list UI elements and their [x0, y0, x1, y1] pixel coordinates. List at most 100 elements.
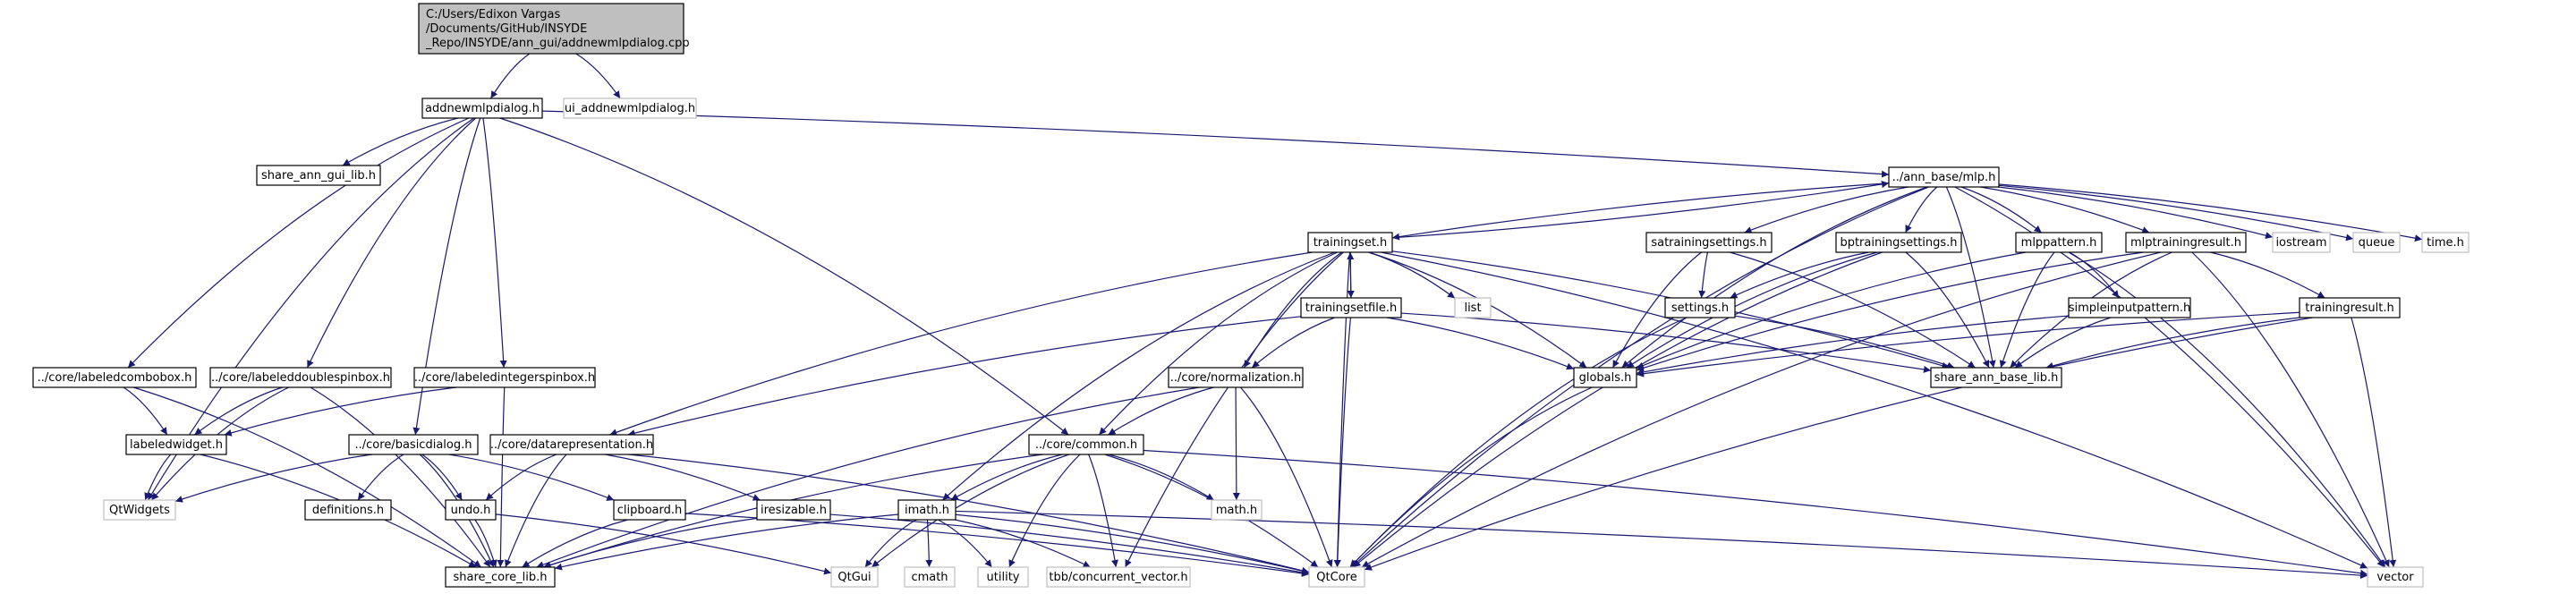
node-labeledintegerspinbox-h[interactable]: ../core/labeledintegerspinbox.h — [413, 367, 596, 388]
node-share-core-lib-h[interactable]: share_core_lib.h — [445, 566, 556, 588]
edge-root-to-addnewmlpdialog_h — [490, 53, 531, 99]
edge-trainingsetfile_h-to-share_ann_base_lib_h — [1400, 312, 1932, 373]
node-box — [421, 98, 543, 119]
edge-trainingsetfile_h-to-globals_h — [1386, 317, 1575, 370]
node-box — [2125, 232, 2247, 253]
node-label: /Documents/GitHub/INSYDE — [426, 22, 587, 36]
edge-datarepresentation_h-to-share_core_lib_h — [505, 454, 567, 568]
node-labeleddoublespinbox-h[interactable]: ../core/labeleddoublespinbox.h — [209, 367, 392, 388]
edge-imath_h-to-QtGui — [864, 519, 917, 568]
node-label: C:/Users/Edixon Vargas — [426, 8, 561, 21]
edge-mlp_h-to-share_ann_base_lib_h — [1945, 186, 1996, 369]
node-trainingset-h[interactable]: trainingset.h — [1307, 232, 1393, 253]
node-box — [1454, 297, 1492, 318]
edge-mlp_h-to-satrainingsettings_h — [1744, 186, 1909, 233]
edge-trainingset_h-to-mlp_h — [1391, 181, 1890, 239]
node-box — [830, 566, 879, 588]
node-box — [977, 566, 1029, 588]
edge-imath_h-to-QtCore — [955, 513, 1310, 575]
node-globals-h[interactable]: globals.h — [1573, 367, 1637, 388]
edge-mlp_h-to-vector — [1954, 186, 2385, 568]
node-label: ../core/normalization.h — [1170, 371, 1301, 385]
node-root[interactable]: C:/Users/Edixon Vargas/Documents/GitHub/… — [418, 3, 690, 55]
node-box — [1835, 232, 1962, 253]
edge-satrainingsettings_h-to-settings_h — [1698, 251, 1709, 299]
node-label: bptrainingsettings.h — [1840, 236, 1957, 250]
node-definitions-h[interactable]: definitions.h — [304, 499, 392, 521]
node-box — [418, 3, 684, 55]
node-undo-h[interactable]: undo.h — [445, 499, 497, 521]
node-simpleinputpattern-h[interactable]: simpleinputpattern.h — [2068, 297, 2191, 318]
node-trainingresult-h[interactable]: trainingresult.h — [2299, 297, 2401, 318]
node-mlptrainingresult-h[interactable]: mlptrainingresult.h — [2125, 232, 2247, 253]
edge-imath_h-to-cmath — [925, 519, 933, 568]
edge-globals_h-to-QtCore — [1349, 386, 1593, 568]
node-imath-h[interactable]: imath.h — [897, 499, 956, 521]
edge-clipboard_h-to-share_core_lib_h — [522, 519, 628, 568]
node-box — [1888, 166, 2000, 188]
node-label: ../core/common.h — [1035, 438, 1137, 452]
nodes-layer: C:/Users/Edixon Vargas/Documents/GitHub/… — [32, 3, 2470, 588]
node-trainingsetfile-h[interactable]: trainingsetfile.h — [1300, 297, 1402, 318]
node-box — [2299, 297, 2401, 318]
node-label: utility — [987, 571, 1020, 584]
node-box — [1211, 499, 1262, 521]
edge-bptrainingsettings_h-to-QtCore — [1353, 251, 1883, 568]
node-satrainingsettings-h[interactable]: satrainingsettings.h — [1645, 232, 1773, 253]
node-box — [563, 98, 697, 119]
edge-labeledcombobox_h-to-share_core_lib_h — [133, 386, 482, 568]
node-settings-h[interactable]: settings.h — [1664, 297, 1736, 318]
edge-common_h-to-utility — [1008, 454, 1081, 568]
edge-mlptrainingresult_h-to-QtCore — [1361, 251, 2162, 568]
node-queue: queue — [2352, 232, 2401, 253]
edge-labeledwidget_h-to-QtWidgets — [144, 454, 172, 501]
edge-trainingsetfile_h-to-QtCore — [1333, 317, 1352, 568]
edge-mlp_h-to-iostream — [1997, 186, 2274, 240]
node-box — [1307, 232, 1393, 253]
node-box — [125, 434, 227, 455]
node-labeledwidget-h[interactable]: labeledwidget.h — [125, 434, 227, 455]
edges-layer — [123, 53, 2423, 580]
node-label: labeledwidget.h — [130, 438, 223, 452]
edge-trainingsetfile_h-to-datarepresentation_h — [627, 316, 1302, 437]
edge-trainingset_h-to-QtCore — [1333, 251, 1351, 568]
node-ui-addnewmlpdialog-h: ui_addnewmlpdialog.h — [563, 98, 697, 119]
edge-iresizable_h-to-share_core_lib_h — [542, 517, 758, 569]
node-common-h[interactable]: ../core/common.h — [1028, 434, 1144, 455]
node-addnewmlpdialog-h[interactable]: addnewmlpdialog.h — [421, 98, 543, 119]
edge-normalization_h-to-common_h — [1108, 386, 1214, 436]
node-basicdialog-h[interactable]: ../core/basicdialog.h — [348, 434, 479, 455]
node-box — [413, 367, 596, 388]
node-label: ui_addnewmlpdialog.h — [565, 102, 695, 115]
node-label: vector — [2376, 571, 2414, 584]
node-vector: vector — [2367, 566, 2424, 588]
edge-datarepresentation_h-to-iresizable_h — [605, 454, 761, 501]
node-clipboard-h[interactable]: clipboard.h — [613, 499, 686, 521]
node-label: time.h — [2427, 236, 2464, 250]
node-labeledcombobox-h[interactable]: ../core/labeledcombobox.h — [32, 367, 197, 388]
node-share-ann-base-lib-h[interactable]: share_ann_base_lib.h — [1930, 367, 2062, 388]
node-label: iresizable.h — [761, 504, 827, 517]
edge-imath_h-to-utility — [938, 519, 992, 568]
edge-trainingset_h-to-imath_h — [942, 251, 1335, 501]
edge-basicdialog_h-to-undo_h — [421, 454, 463, 501]
node-normalization-h[interactable]: ../core/normalization.h — [1168, 367, 1304, 388]
edge-bptrainingsettings_h-to-settings_h — [1730, 251, 1869, 299]
edge-basicdialog_h-to-QtWidgets — [174, 454, 372, 503]
node-mlppattern-h[interactable]: mlppattern.h — [2015, 232, 2103, 253]
node-bptrainingsettings-h[interactable]: bptrainingsettings.h — [1835, 232, 1962, 253]
edge-mlp_h-to-QtCore — [1351, 186, 1930, 568]
node-datarepresentation-h[interactable]: ../core/datarepresentation.h — [489, 434, 654, 455]
node-share-ann-gui-lib-h[interactable]: share_ann_gui_lib.h — [256, 165, 381, 186]
edge-clipboard_h-to-QtCore — [684, 513, 1310, 577]
node-label: QtCore — [1316, 571, 1356, 584]
node-mlp-h[interactable]: ../ann_base/mlp.h — [1888, 166, 2000, 188]
edge-addnewmlpdialog_h-to-labeledcombobox_h — [127, 117, 470, 369]
node-iresizable-h[interactable]: iresizable.h — [756, 499, 831, 521]
edge-bptrainingsettings_h-to-globals_h — [1626, 251, 1878, 369]
node-box — [1300, 297, 1402, 318]
node-box — [2367, 566, 2424, 588]
edge-imath_h-to-vector — [955, 510, 2368, 580]
node-label: satrainingsettings.h — [1651, 236, 1766, 250]
